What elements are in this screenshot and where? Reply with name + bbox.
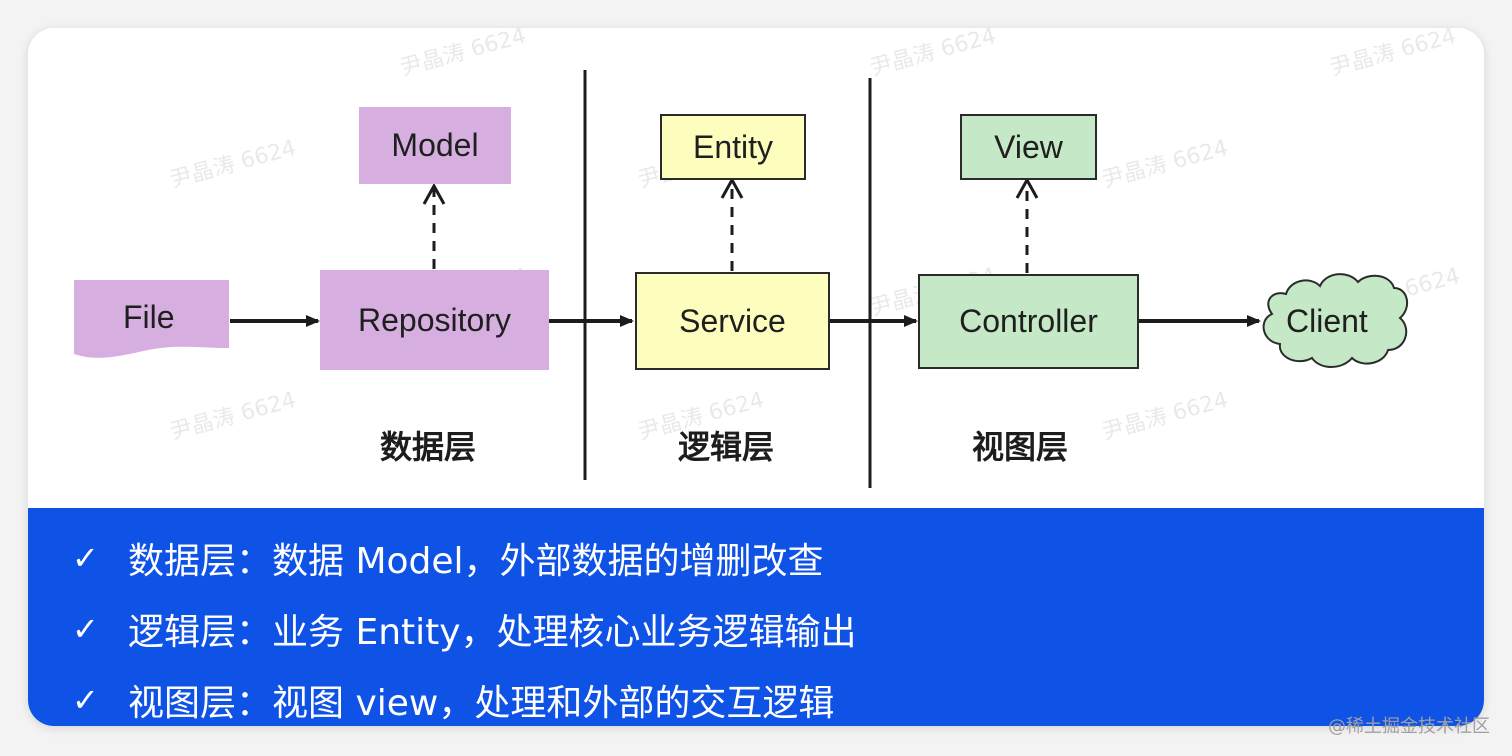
repository-node: Repository bbox=[320, 270, 549, 370]
controller-node: Controller bbox=[918, 274, 1139, 369]
view-label: View bbox=[994, 128, 1063, 165]
client-node: Client bbox=[1286, 303, 1368, 339]
service-label: Service bbox=[679, 302, 786, 339]
check-icon: ✓ bbox=[72, 610, 99, 648]
repository-label: Repository bbox=[358, 301, 511, 338]
architecture-card: 尹晶涛 6624 尹晶涛 6624 尹晶涛 6624 尹晶涛 6624 尹晶涛 … bbox=[28, 28, 1484, 726]
summary-item-logic: ✓ 逻辑层：业务 Entity，处理核心业务逻辑输出 bbox=[72, 603, 857, 655]
layer-diagram: 尹晶涛 6624 尹晶涛 6624 尹晶涛 6624 尹晶涛 6624 尹晶涛 … bbox=[28, 28, 1484, 508]
check-icon: ✓ bbox=[72, 681, 99, 719]
file-shape bbox=[74, 280, 229, 358]
service-node: Service bbox=[635, 272, 830, 370]
client-cloud-shape bbox=[1262, 273, 1409, 368]
model-label: Model bbox=[391, 127, 479, 163]
model-node: Model bbox=[359, 107, 511, 184]
diagram-connectors bbox=[74, 70, 1409, 488]
controller-label: Controller bbox=[959, 303, 1098, 339]
summary-item-view: ✓ 视图层：视图 view，处理和外部的交互逻辑 bbox=[72, 674, 834, 726]
summary-panel: ✓ 数据层：数据 Model，外部数据的增删改查 ✓ 逻辑层：业务 Entity… bbox=[28, 508, 1484, 726]
file-node: File bbox=[123, 299, 175, 335]
arrow-controller-view bbox=[1015, 176, 1039, 273]
arrow-service-entity bbox=[720, 176, 744, 271]
arrow-repository-model bbox=[422, 182, 446, 269]
layer-label-logic: 逻辑层 bbox=[678, 428, 775, 466]
source-watermark: @稀土掘金技术社区 bbox=[1328, 716, 1490, 737]
check-icon: ✓ bbox=[72, 539, 99, 577]
layer-label-view: 视图层 bbox=[972, 428, 1069, 466]
view-node: View bbox=[960, 114, 1097, 180]
summary-item-data: ✓ 数据层：数据 Model，外部数据的增删改查 bbox=[72, 532, 824, 584]
summary-text: 数据层：数据 Model，外部数据的增删改查 bbox=[128, 541, 824, 582]
entity-node: Entity bbox=[660, 114, 806, 180]
summary-text: 视图层：视图 view，处理和外部的交互逻辑 bbox=[128, 683, 835, 724]
summary-text: 逻辑层：业务 Entity，处理核心业务逻辑输出 bbox=[128, 612, 857, 653]
entity-label: Entity bbox=[692, 128, 774, 165]
layer-label-data: 数据层 bbox=[380, 428, 477, 466]
